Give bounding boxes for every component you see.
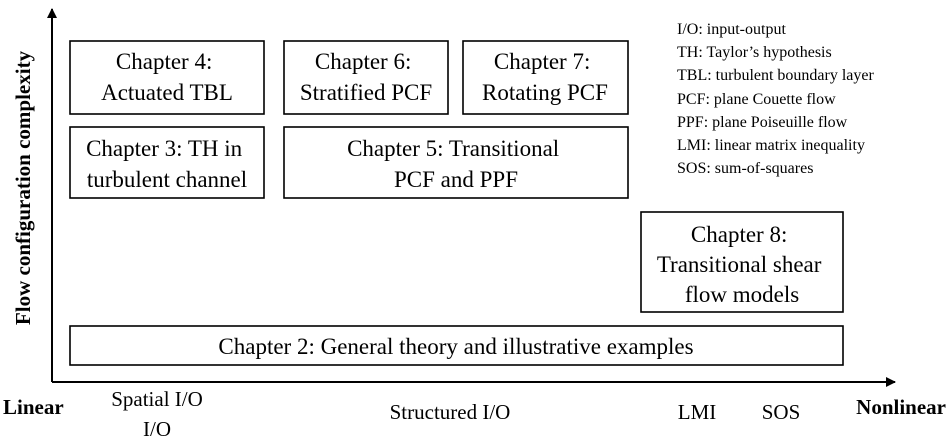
svg-text:Chapter 7: Rotating PCF: Chapter 7: Rotating PCF [482, 49, 608, 105]
chapter-3-box: Chapter 3: TH in turbulent channel [69, 126, 265, 199]
svg-text:Chapter 3: TH in turbule: Chapter 3: TH in turbulent channel [86, 136, 248, 192]
x-tick-spatial-io: Spatial I/O [111, 387, 203, 411]
chapter-8-line-3: flow models [685, 282, 799, 307]
legend-item-pcf: PCF: plane Couette flow [677, 91, 836, 108]
chapter-5-line-1: Chapter 5: Transitional [347, 136, 559, 161]
x-tick-io: I/O [143, 417, 171, 441]
svg-text:Chapter 8: Transitional: Chapter 8: Transitional shear flow model… [657, 222, 827, 307]
chapter-8-line-2: Transitional shear [657, 252, 822, 277]
y-axis-label: Flow configuration complexity [11, 50, 35, 325]
legend-item-ppf: PPF: plane Poiseuille flow [677, 114, 848, 131]
chapter-7-line-1: Chapter 7: [494, 49, 590, 74]
x-axis-right-label: Nonlinear [856, 395, 946, 419]
chapter-6-line-2: Stratified PCF [300, 80, 432, 105]
chapter-7-box: Chapter 7: Rotating PCF [462, 40, 629, 115]
chapter-6-line-1: Chapter 6: [315, 49, 411, 74]
legend-item-io: I/O: input-output [677, 21, 786, 38]
abbreviation-legend: I/O: input-output TH: Taylor’s hypothesi… [677, 21, 875, 177]
chapter-3-line-2: turbulent channel [87, 167, 247, 192]
chapter-8-line-1: Chapter 8: [691, 222, 787, 247]
x-tick-lmi: LMI [678, 400, 717, 424]
x-tick-structured-io: Structured I/O [390, 400, 511, 424]
chapter-4-line-2: Actuated TBL [101, 80, 233, 105]
x-tick-sos: SOS [762, 400, 801, 424]
svg-text:Chapter 5: Transitional: Chapter 5: Transitional PCF and PPF [347, 136, 565, 192]
chapter-5-line-2: PCF and PPF [394, 167, 518, 192]
legend-item-th: TH: Taylor’s hypothesis [677, 44, 832, 61]
legend-item-sos: SOS: sum-of-squares [677, 160, 813, 177]
chapter-3-line-1: Chapter 3: TH in [86, 136, 243, 161]
chapter-4-line-1: Chapter 4: [116, 49, 212, 74]
chapter-4-box: Chapter 4: Actuated TBL [69, 40, 265, 115]
chapter-6-box: Chapter 6: Stratified PCF [283, 40, 449, 115]
legend-item-lmi: LMI: linear matrix inequality [677, 137, 865, 154]
legend-item-tbl: TBL: turbulent boundary layer [677, 67, 875, 84]
chapter-2-box: Chapter 2: General theory and illustrati… [69, 325, 844, 366]
chapter-7-line-2: Rotating PCF [482, 80, 608, 105]
svg-text:Chapter 6: Stratified PC: Chapter 6: Stratified PCF [300, 49, 432, 105]
chapter-5-box: Chapter 5: Transitional PCF and PPF [283, 126, 629, 199]
chapter-8-box: Chapter 8: Transitional shear flow model… [640, 211, 844, 313]
chapter-2-line-1: Chapter 2: General theory and illustrati… [218, 334, 693, 359]
svg-text:Chapter 4: Actuated TBL: Chapter 4: Actuated TBL [101, 49, 233, 105]
x-axis-left-label: Linear [3, 395, 64, 419]
